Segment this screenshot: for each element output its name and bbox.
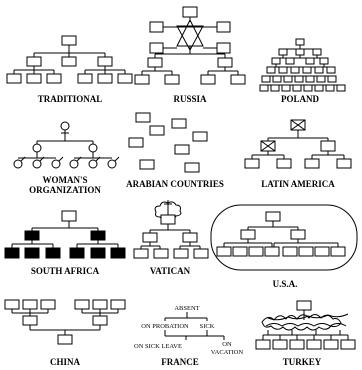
womans-organization-chart [13, 121, 120, 169]
traditional-chart [6, 35, 133, 84]
label-france: FRANCE [161, 357, 199, 367]
label-poland: POLAND [281, 94, 320, 104]
france-sick: SICK [200, 323, 215, 330]
label-turkey: TURKEY [283, 357, 322, 367]
label-vatican: VATICAN [150, 266, 191, 276]
latin-america-chart [244, 119, 352, 169]
label-arabian-countries: ARABIAN COUNTRIES [126, 179, 224, 189]
turkey-chart [255, 300, 356, 350]
label-womans-organization-line1: WOMAN'S [43, 175, 88, 185]
label-usa: U.S.A. [273, 279, 298, 289]
label-traditional: TRADITIONAL [38, 94, 103, 104]
label-womans-organization-line2: ORGANIZATION [29, 185, 101, 195]
south-africa-chart [4, 210, 126, 259]
vatican-chart [133, 200, 209, 259]
arabian-countries-chart [128, 112, 208, 173]
label-china: CHINA [50, 357, 81, 367]
poland-chart [259, 38, 346, 92]
label-south-africa: SOUTH AFRICA [31, 266, 100, 276]
france-absent: ABSENT [174, 305, 199, 312]
russia-chart [134, 6, 246, 85]
france-on-probation: ON PROBATION [141, 323, 189, 330]
france-on: ON [222, 341, 232, 348]
china-chart [4, 299, 126, 345]
label-russia: RUSSIA [173, 94, 207, 104]
france-on-sick-leave: ON SICK LEAVE [134, 343, 182, 350]
france-vacation: VACATION [211, 349, 244, 356]
label-latin-america: LATIN AMERICA [261, 179, 335, 189]
france-chart: ABSENT ON PROBATION SICK ON SICK LEAVE O… [134, 305, 243, 356]
usa-chart [210, 204, 358, 271]
